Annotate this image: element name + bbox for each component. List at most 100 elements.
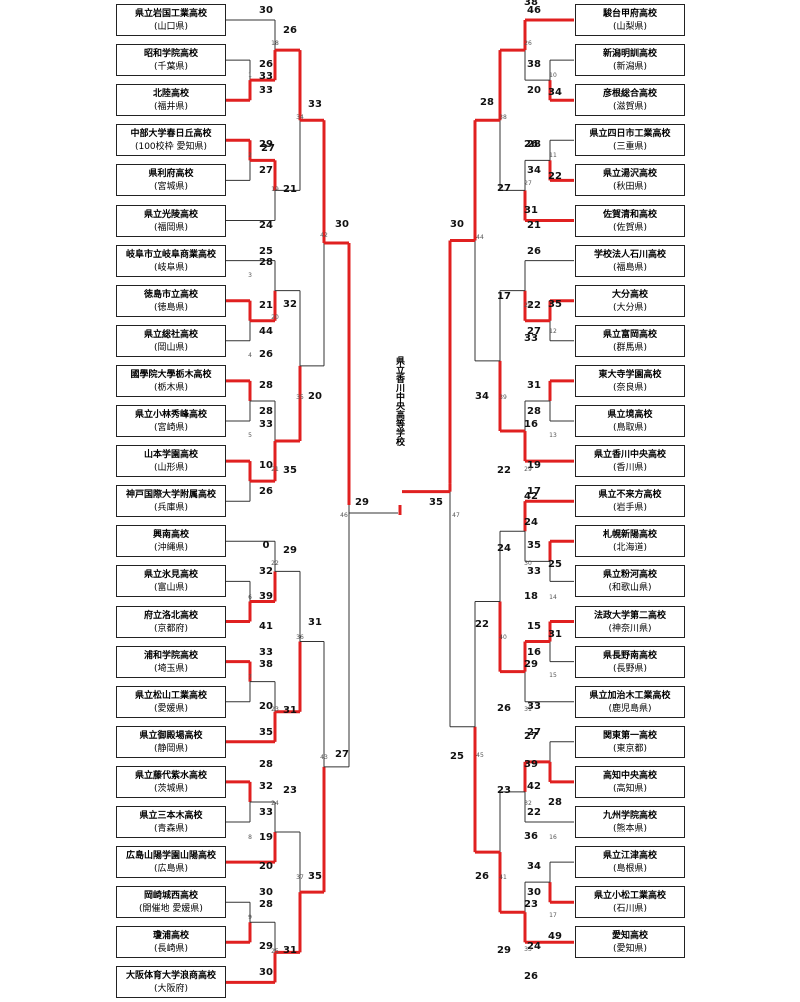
team-box-right[interactable]: 駿台甲府高校(山梨県) [575,4,685,36]
score-label: 30 [259,5,273,16]
team-box-right[interactable]: 県立香川中央高校(香川県) [575,445,685,478]
score-label: 27 [497,183,511,194]
team-box-left[interactable]: 県立小林秀峰高校(宮崎県) [116,405,226,437]
team-name: 中部大学春日丘高校 [130,129,212,140]
team-prefecture: (大分県) [612,302,648,313]
team-name: 県立光陵高校 [143,209,198,220]
score-label: 26 [524,971,538,982]
team-box-left[interactable]: 山本学園高校(山形県) [116,445,226,478]
team-name: 県立富岡高校 [602,329,657,340]
team-box-left[interactable]: 県立岩国工業高校(山口県) [116,4,226,36]
team-box-left[interactable]: 徳島市立高校(徳島県) [116,284,226,317]
team-name: 高知中央高校 [602,770,657,781]
team-box-left[interactable]: 岡崎城西高校(開催地 愛媛県) [116,886,226,919]
team-name: 國學院大學栃木高校 [130,369,212,380]
team-prefecture: (三重県) [612,142,648,153]
team-box-right[interactable]: 高知中央高校(高知県) [575,765,685,798]
score-label: 28 [259,379,273,391]
score-label: 26 [283,25,297,36]
team-box-left[interactable]: 広島山陽学園山陽高校(広島県) [116,846,226,879]
team-prefecture: (栃木県) [153,382,189,393]
team-box-left[interactable]: 県立光陵高校(福岡県) [116,204,226,237]
team-box-right[interactable]: 県立境高校(鳥取県) [575,405,685,437]
score-label: 31 [308,617,322,628]
match-number: 34 [296,114,304,121]
team-box-right[interactable]: 関東第一高校(東京都) [575,725,685,758]
team-name: 県長野南高校 [602,650,657,661]
team-prefecture: (神奈川県) [608,623,652,634]
team-box-right[interactable]: 学校法人石川高校(福島県) [575,244,685,277]
team-box-left[interactable]: 昭和学院高校(千葉県) [116,44,226,77]
team-name: 県立松山工業高校 [134,690,207,701]
team-box-right[interactable]: 新潟明訓高校(新潟県) [575,44,685,77]
team-box-right[interactable]: 県立江津高校(島根県) [575,846,685,879]
team-box-right[interactable]: 東大寺学園高校(奈良県) [575,364,685,397]
team-box-left[interactable]: 県立三本木高校(青森県) [116,806,226,838]
team-box-right[interactable]: 県立富岡高校(群馬県) [575,324,685,357]
match-number: 37 [296,874,304,881]
team-box-left[interactable]: 岐阜市立岐阜商業高校(岐阜県) [116,244,226,277]
score-label: 39 [259,591,273,602]
score-label: 26 [527,245,541,257]
team-box-right[interactable]: 県長野南高校(長野県) [575,645,685,678]
score-label: 24 [259,219,273,231]
team-box-right[interactable]: 九州学院高校(熊本県) [575,806,685,838]
team-box-right[interactable]: 県立加治木工業高校(鹿児島県) [575,685,685,718]
team-box-left[interactable]: 中部大学春日丘高校(100校枠 愛知県) [116,124,226,157]
team-box-left[interactable]: 興南高校(沖縄県) [116,525,226,558]
team-box-left[interactable]: 県利府高校(宮城県) [116,164,226,197]
score-label: 33 [259,646,273,658]
team-box-left[interactable]: 大阪体育大学浪商高校(大阪府) [116,966,226,999]
team-box-left[interactable]: 県立松山工業高校(愛媛県) [116,685,226,718]
score-label: 33 [259,419,273,430]
match-number: 14 [549,594,557,601]
match-number: 1 [248,72,252,79]
score-label: 20 [259,700,273,712]
team-box-right[interactable]: 彦根総合高校(滋賀県) [575,84,685,117]
score-label: 44 [259,325,273,337]
team-box-right[interactable]: 県立粉河高校(和歌山県) [575,565,685,598]
team-name: 県立三本木高校 [139,811,203,821]
team-box-left[interactable]: 府立洛北高校(京都府) [116,605,226,638]
team-box-left[interactable]: 國學院大學栃木高校 (栃木県) [116,364,226,397]
score-label: 16 [524,419,538,430]
match-number: 21 [271,466,279,473]
team-box-right[interactable]: 愛知高校(愛知県) [575,926,685,959]
team-box-right[interactable]: 札幌新陽高校(北海道) [575,525,685,558]
team-box-right[interactable]: 県立小松工業高校(石川県) [575,886,685,919]
team-box-left[interactable]: 県立氷見高校(富山県) [116,565,226,598]
team-name: 県立岩国工業高校 [134,9,207,19]
score-label: 17 [497,291,511,302]
match-number: 7 [248,674,252,681]
champion-name: 県立香川中央高等学校 [394,356,404,446]
team-box-left[interactable]: 瓊浦高校(長崎県) [116,926,226,959]
team-box-right[interactable]: 法政大学第二高校 (神奈川県) [575,605,685,638]
score-label: 20 [259,861,273,873]
team-name: 関東第一高校 [602,730,657,741]
match-number: 11 [549,152,557,159]
team-prefecture: (静岡県) [153,743,189,754]
match-number: 2 [248,152,252,159]
score-label: 33 [308,99,322,110]
score-label: 28 [527,139,541,151]
team-box-left[interactable]: 浦和学院高校(埼玉県) [116,645,226,678]
team-name: 県立小松工業高校 [593,891,666,902]
team-box-right[interactable]: 大分高校 (大分県) [575,284,685,317]
team-box-right[interactable]: 県立四日市工業高校(三重県) [575,124,685,157]
score-label: 10 [259,460,273,472]
team-box-right[interactable]: 県立不来方高校(岩手県) [575,485,685,518]
team-name: 彦根総合高校 [602,89,657,100]
team-box-left[interactable]: 神戸国際大学附属高校(兵庫県) [116,485,226,518]
team-box-right[interactable]: 佐賀清和高校(佐賀県) [575,204,685,237]
match-number: 39 [499,394,507,401]
team-box-left[interactable]: 県立藤代紫水高校(茨城県) [116,765,226,798]
team-name: 大分高校 [611,289,648,300]
team-box-right[interactable]: 県立湯沢高校(秋田県) [575,164,685,197]
score-label: 28 [480,97,494,108]
team-box-left[interactable]: 北陸高校(福井県) [116,84,226,117]
team-name: 法政大学第二高校 [593,610,666,621]
team-name: 学校法人石川高校 [593,249,666,260]
team-box-left[interactable]: 県立御殿場高校(静岡県) [116,725,226,758]
team-box-left[interactable]: 県立総社高校(岡山県) [116,324,226,357]
